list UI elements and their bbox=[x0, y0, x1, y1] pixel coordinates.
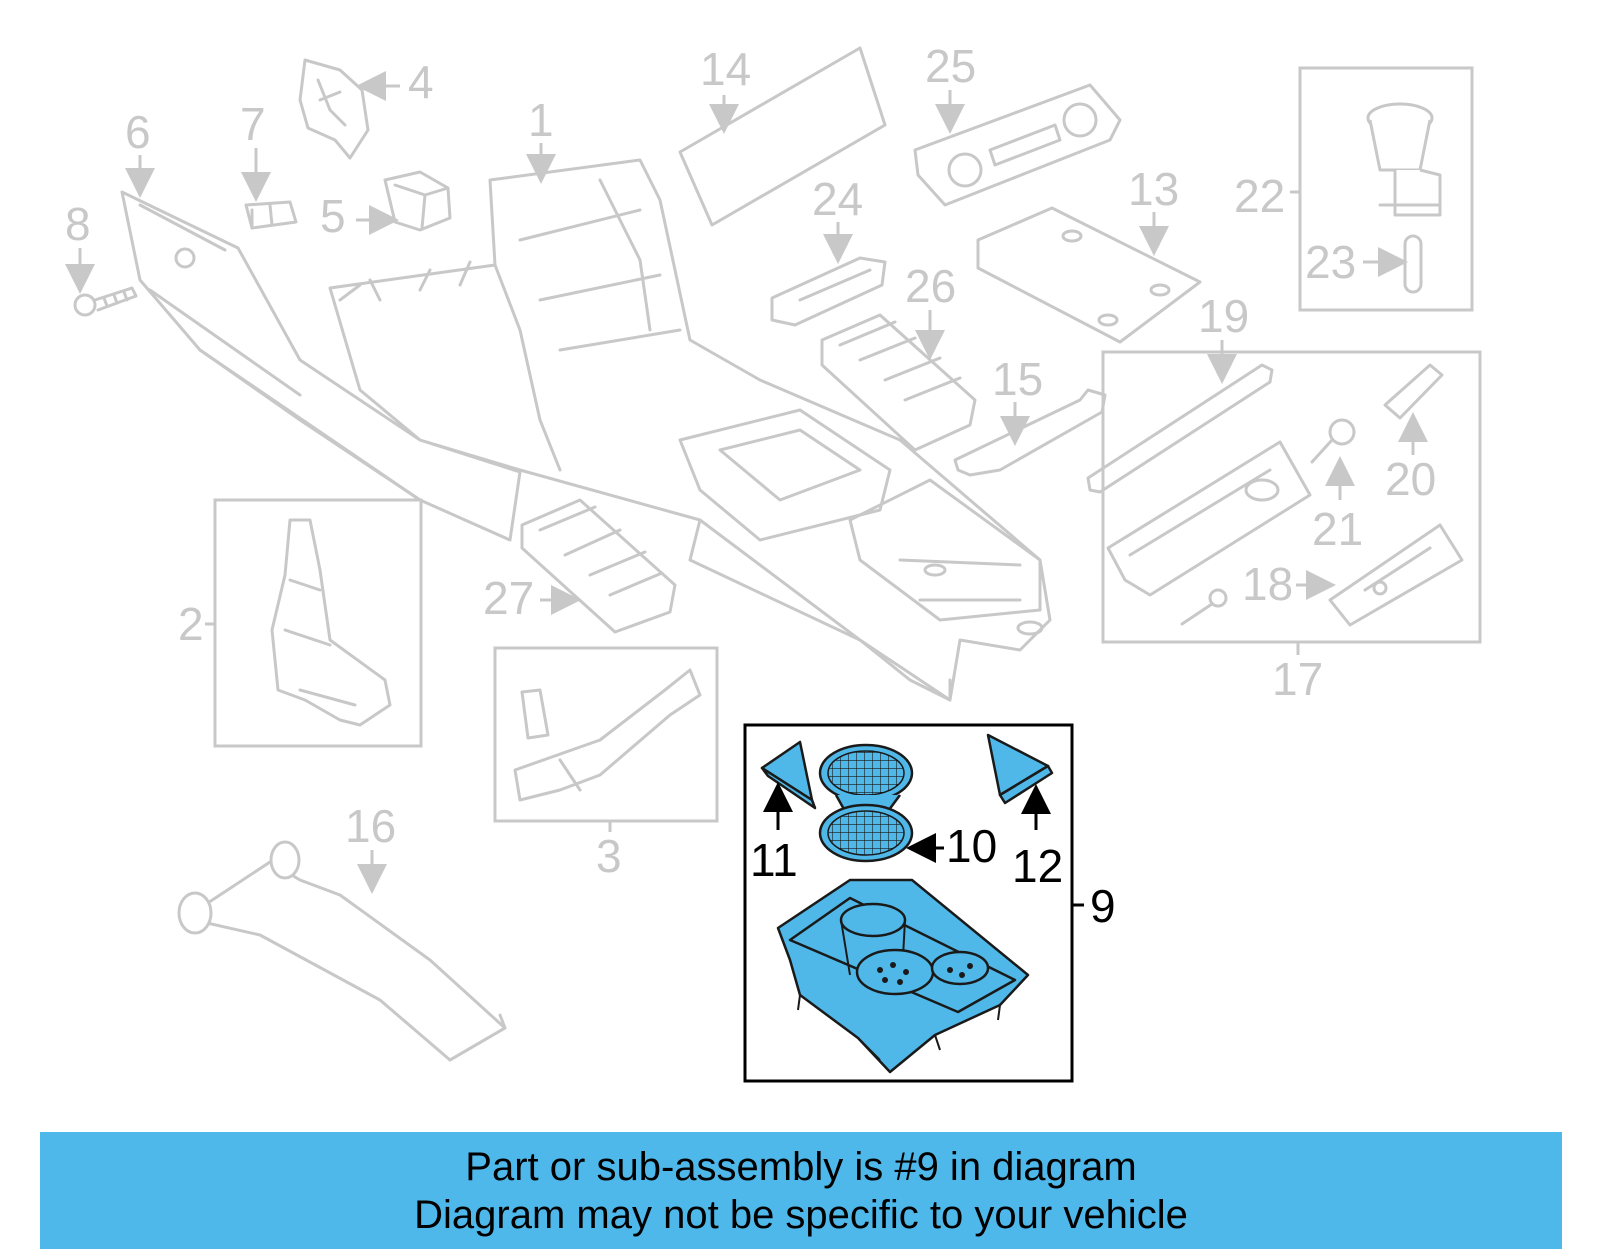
part-9-cup-holder[interactable] bbox=[776, 878, 1030, 1074]
part-24-switch bbox=[770, 256, 887, 327]
part-23-plug bbox=[1403, 234, 1423, 294]
callout-7: 7 bbox=[240, 98, 266, 150]
part-14-trim-panel bbox=[678, 46, 887, 227]
box-part-9-highlight bbox=[743, 723, 1074, 1083]
callout-10: 10 bbox=[946, 820, 997, 872]
callout-2: 2 bbox=[178, 598, 204, 650]
banner-line-2: Diagram may not be specific to your vehi… bbox=[414, 1192, 1188, 1237]
callout-18: 18 bbox=[1242, 558, 1293, 610]
callout-15: 15 bbox=[992, 353, 1043, 405]
part-8-screw bbox=[73, 286, 138, 317]
part-25-control-panel bbox=[913, 83, 1122, 207]
part-17-shifter-surround bbox=[1106, 440, 1312, 597]
callout-23: 23 bbox=[1305, 236, 1356, 288]
part-11-triangle-mat bbox=[760, 740, 817, 810]
callout-21: 21 bbox=[1312, 503, 1363, 555]
part-18-switch bbox=[1328, 523, 1464, 627]
part-12-triangle-mat bbox=[986, 733, 1054, 805]
part-27-switch-panel bbox=[520, 498, 677, 634]
part-7-clip bbox=[244, 200, 298, 230]
box-parts-22-23 bbox=[1298, 66, 1474, 312]
callout-14: 14 bbox=[700, 43, 751, 95]
callout-9: 9 bbox=[1090, 880, 1116, 932]
callout-16: 16 bbox=[345, 800, 396, 852]
part-2-bracket bbox=[270, 518, 392, 727]
part-13-mat bbox=[976, 206, 1202, 344]
part-5-bracket bbox=[383, 170, 452, 232]
part-22-socket bbox=[1366, 102, 1442, 217]
callout-13: 13 bbox=[1128, 163, 1179, 215]
callout-11: 11 bbox=[750, 834, 798, 886]
callout-22: 22 bbox=[1234, 170, 1285, 222]
callout-1: 1 bbox=[528, 94, 554, 146]
callout-24: 24 bbox=[812, 173, 863, 225]
part-1-center-console bbox=[328, 158, 1052, 702]
callout-5: 5 bbox=[320, 190, 346, 242]
part-20-connector bbox=[1383, 363, 1444, 420]
callout-26: 26 bbox=[905, 260, 956, 312]
banner-line-1: Part or sub-assembly is #9 in diagram bbox=[465, 1144, 1137, 1189]
callout-3: 3 bbox=[596, 830, 622, 882]
callout-25: 25 bbox=[925, 40, 976, 92]
callout-20: 20 bbox=[1385, 453, 1436, 505]
part-4-bracket bbox=[298, 58, 370, 160]
callout-12: 12 bbox=[1012, 840, 1063, 892]
callout-8: 8 bbox=[65, 198, 91, 250]
part-3-bracket bbox=[513, 668, 702, 802]
box-part-3 bbox=[493, 646, 719, 823]
part-21-bolt bbox=[1310, 418, 1356, 464]
callout-4: 4 bbox=[408, 56, 434, 108]
callout-6: 6 bbox=[125, 106, 151, 158]
part-10-cup-mat bbox=[818, 743, 914, 863]
part-6-side-panel bbox=[120, 190, 522, 542]
info-banner: Part or sub-assembly is #9 in diagram Di… bbox=[40, 1132, 1562, 1249]
part-26-switch-panel bbox=[820, 313, 977, 452]
part-19-trim-strip bbox=[1086, 363, 1274, 494]
part-16-air-duct bbox=[177, 840, 507, 1062]
callout-27: 27 bbox=[483, 572, 534, 624]
callout-19: 19 bbox=[1198, 290, 1249, 342]
part-17-screw bbox=[1180, 588, 1228, 626]
callout-17: 17 bbox=[1272, 653, 1323, 705]
box-part-17 bbox=[1101, 350, 1482, 644]
